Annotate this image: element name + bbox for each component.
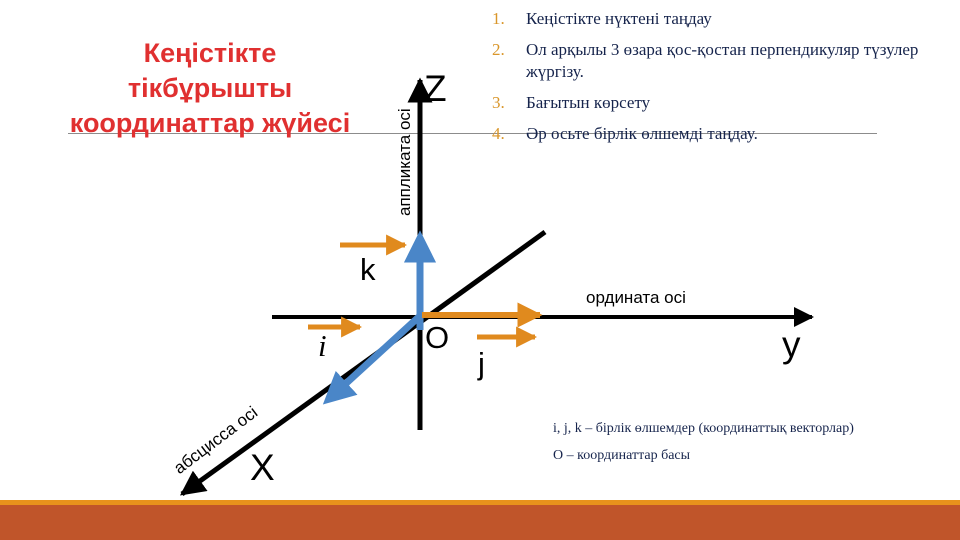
footer-accent-strip — [0, 500, 960, 505]
axis-y-name-label: ордината осі — [586, 288, 686, 307]
vector-i — [322, 311, 425, 405]
footnote-block: i, j, k – бірлік өлшемдер (координаттық … — [553, 420, 943, 475]
footer-band — [0, 505, 960, 540]
list-item: 4. Әр осьте бірлік өлшемді таңдау. — [492, 123, 944, 145]
axis-x-label: X — [250, 447, 275, 488]
footnote-line-1: i, j, k – бірлік өлшемдер (координаттық … — [553, 421, 854, 436]
list-item-label: Бағытын көрсету — [526, 93, 651, 113]
list-item-label: Ол арқылы 3 өзара қос-қостан перпендикул… — [526, 40, 919, 82]
list-item: 1. Кеңістікте нүктені таңдау — [492, 8, 944, 30]
origin-label: O — [425, 320, 450, 355]
list-item-number: 1. — [492, 9, 505, 28]
unit-vector-j-label: j — [478, 346, 485, 381]
list-item-label: Әр осьте бірлік өлшемді таңдау. — [526, 124, 758, 144]
axis-z-label: Z — [424, 68, 447, 109]
axis-x-name-label: абсцисса осі — [170, 402, 262, 478]
list-item: 3. Бағытын көрсету — [492, 92, 944, 114]
vector-i-line — [322, 311, 425, 405]
list-item-number: 2. — [492, 40, 505, 60]
page-title: Кеңістікте тікбұрышты координаттар жүйес… — [69, 38, 351, 139]
steps-list: 1. Кеңістікте нүктені таңдау 2. Ол арқыл… — [492, 8, 944, 154]
list-item-number: 3. — [492, 93, 505, 113]
axis-y-label: y — [782, 324, 801, 365]
list-item: 2. Ол арқылы 3 өзара қос-қостан перпенди… — [492, 39, 944, 83]
unit-vector-i-label: i — [318, 328, 327, 363]
unit-vector-k-label: k — [360, 252, 376, 287]
list-item-number: 4. — [492, 124, 505, 144]
list-item-label: Кеңістікте нүктені таңдау — [526, 9, 712, 28]
footnote-line-2: O – координаттар басы — [553, 448, 691, 464]
decorative-rule — [68, 133, 877, 134]
axis-z-name-label: аппликата осі — [395, 108, 414, 216]
